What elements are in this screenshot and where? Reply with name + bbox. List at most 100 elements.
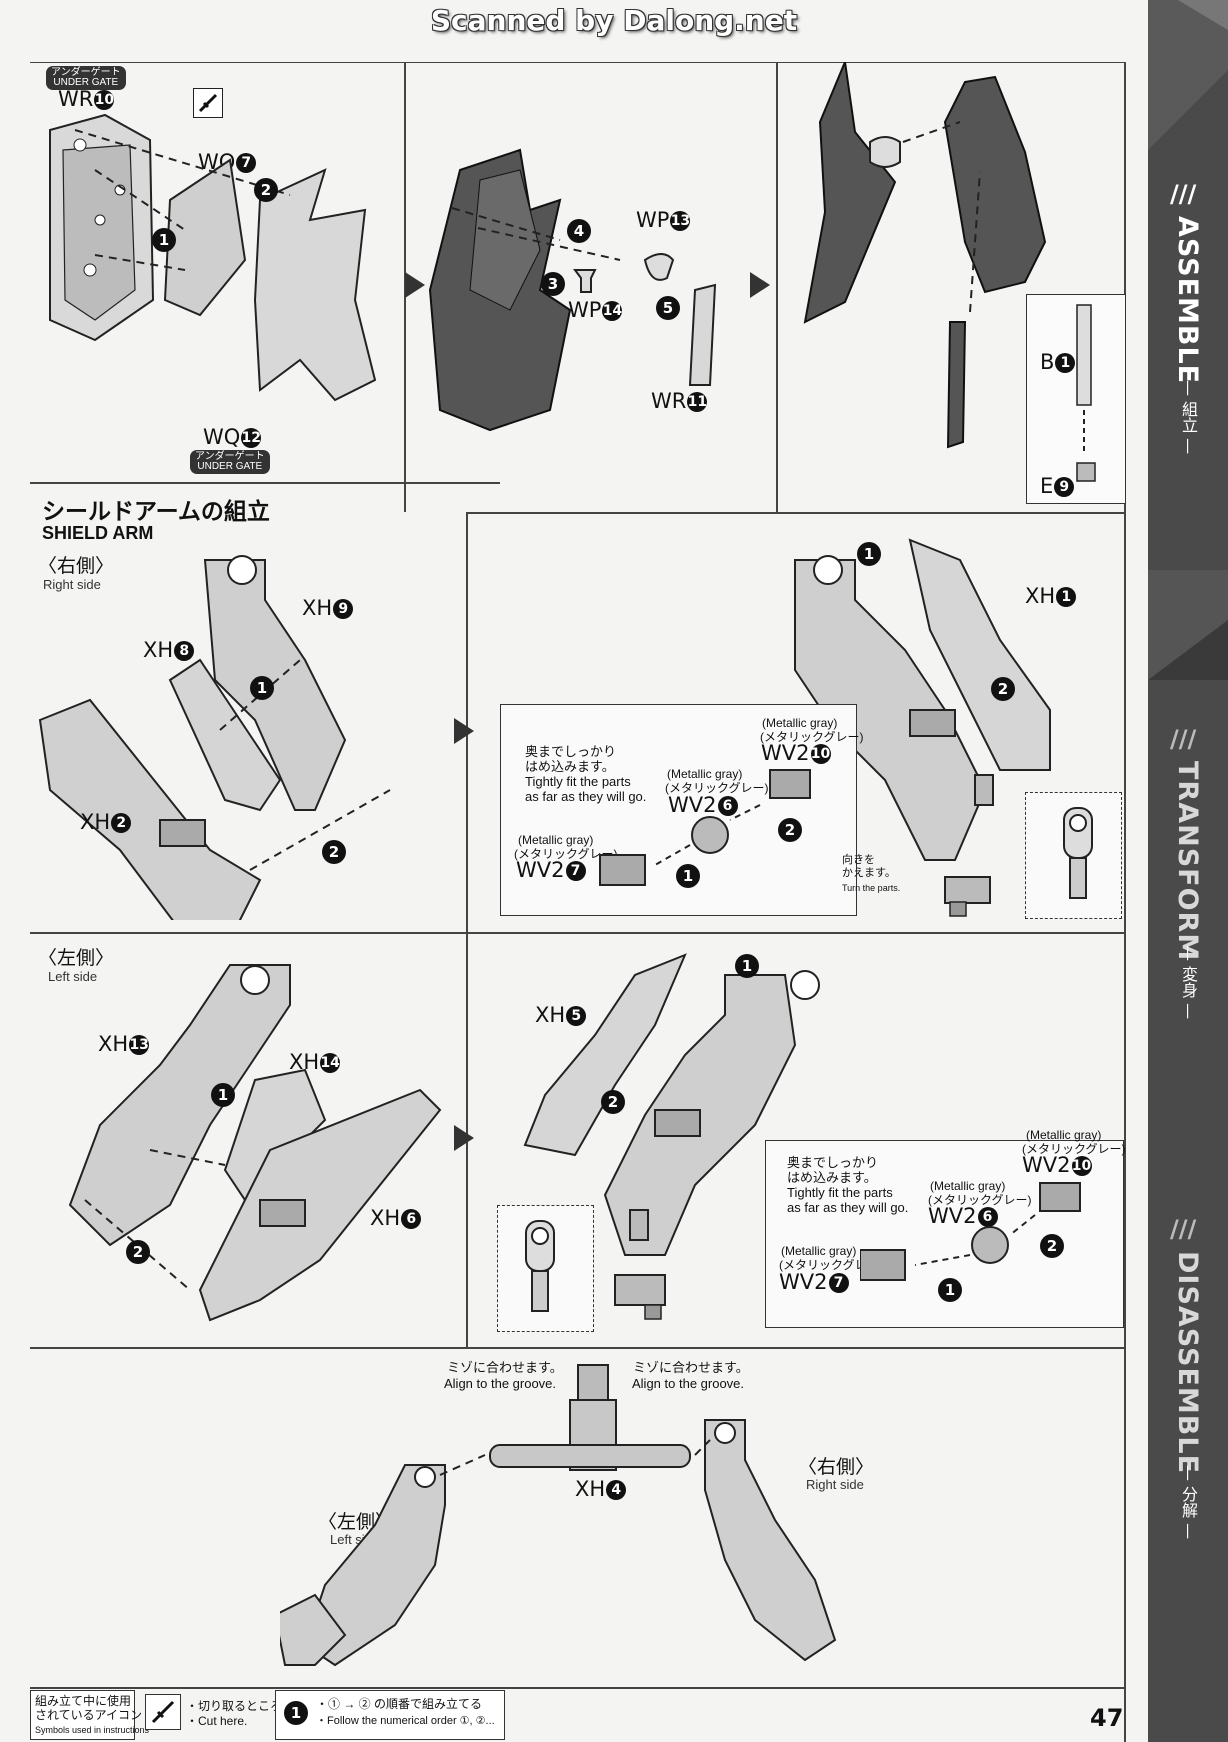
sidebar-section-transform[interactable]: /// TRANSFORM — 変身 — bbox=[1148, 725, 1228, 1055]
sidebar-section-assemble[interactable]: /// ASSEMBLE — 組立 — bbox=[1148, 180, 1228, 500]
footer-icon-legend-title: 組み立て中に使用 されているアイコン Symbols used in instr… bbox=[30, 1690, 149, 1740]
turn-part-drawing bbox=[944, 876, 991, 917]
fit-note-en-1: Tightly fit the parts bbox=[787, 1185, 893, 1200]
page-number: 47 bbox=[1090, 1704, 1124, 1732]
part-code: WV2 bbox=[1022, 1153, 1071, 1177]
fit-note-jp-1: 奥までしっかり bbox=[525, 744, 617, 759]
part-label-xh13: XH13 bbox=[98, 1032, 150, 1056]
groove-note-en-right: Align to the groove. bbox=[632, 1376, 745, 1391]
part-code: WR bbox=[651, 389, 687, 413]
under-gate-jp: アンダーゲート bbox=[195, 451, 265, 462]
part-number: 7 bbox=[236, 153, 257, 173]
part-number: 13 bbox=[670, 211, 691, 231]
footer-cut-jp: ・切り取るところ bbox=[186, 1699, 283, 1713]
turn-note-jp-2: かえます。 bbox=[842, 867, 896, 879]
sidebar-section-disassemble[interactable]: /// DISASSEMBLE — 分解 — bbox=[1148, 1215, 1228, 1555]
metallic-note-en: (Metallic gray) bbox=[518, 833, 594, 847]
part-number: 2 bbox=[111, 813, 132, 833]
part-code: WV2 bbox=[761, 741, 810, 765]
turn-note-jp-1: 向きを bbox=[842, 854, 875, 866]
under-gate-badge: アンダーゲート UNDER GATE bbox=[190, 450, 270, 474]
part-code: WR bbox=[58, 87, 94, 111]
part-code: XH bbox=[575, 1477, 606, 1501]
flow-arrow-icon bbox=[405, 272, 425, 298]
sidebar-label-assemble: ASSEMBLE bbox=[1172, 216, 1203, 385]
step-1-badge: 1 bbox=[735, 954, 759, 978]
right-side-heading-en: Right side bbox=[806, 1477, 864, 1492]
step-2-badge: 2 bbox=[254, 178, 278, 202]
step-1-badge: 1 bbox=[250, 676, 274, 700]
right-side-heading-en: Right side bbox=[43, 577, 101, 592]
metallic-note-jp: (メタリックグレー) bbox=[779, 1258, 883, 1272]
part-label-xh14: XH14 bbox=[289, 1050, 341, 1074]
section-title-jp: シールドアームの組立 bbox=[42, 499, 270, 525]
right-arm-assembled-drawing bbox=[794, 538, 1051, 861]
groove-note-jp-right: ミゾに合わせます。 bbox=[633, 1360, 749, 1375]
under-gate-jp: アンダーゲート bbox=[51, 67, 121, 78]
footer-title-en: Symbols used in instructions bbox=[35, 1725, 150, 1735]
fit-note-jp-2: はめ込みます。 bbox=[525, 759, 615, 774]
footer-order-jp: ・① → ② の順番で組み立てる bbox=[316, 1697, 482, 1712]
groove-note-jp-left: ミゾに合わせます。 bbox=[447, 1360, 563, 1375]
fit-note-jp-2: はめ込みます。 bbox=[787, 1170, 877, 1185]
sidebar-band bbox=[1148, 570, 1228, 680]
metallic-note-jp: (メタリックグレー) bbox=[928, 1193, 1032, 1207]
divider bbox=[466, 512, 1126, 514]
step-1-badge: 1 bbox=[152, 228, 176, 252]
sidebar-sub-transform: — 変身 — bbox=[1179, 945, 1198, 1020]
step-4-badge: 4 bbox=[567, 219, 591, 243]
fit-note-en-2: as far as they will go. bbox=[787, 1200, 909, 1215]
part-code: XH bbox=[1025, 584, 1056, 608]
part-code: XH bbox=[289, 1050, 320, 1074]
part-number: 7 bbox=[828, 1273, 849, 1293]
section-title-en: SHIELD ARM bbox=[42, 523, 154, 543]
metallic-note-jp: (メタリックグレー) bbox=[760, 730, 864, 744]
cut-here-icon bbox=[193, 88, 223, 118]
section-slash-icon: /// bbox=[1170, 725, 1197, 753]
part-number: 10 bbox=[1071, 1156, 1092, 1176]
part-number: 6 bbox=[401, 1209, 422, 1229]
part-code: WV2 bbox=[928, 1204, 977, 1228]
step-2-badge: 2 bbox=[778, 818, 802, 842]
part-number: 13 bbox=[129, 1035, 150, 1055]
part-code: XH bbox=[143, 638, 174, 662]
part-label-wq12: WQ12 bbox=[203, 425, 262, 449]
cut-here-icon bbox=[145, 1694, 181, 1730]
turn-note-en: Turn the parts. bbox=[842, 883, 901, 893]
part-label-wv2-10: WV210 bbox=[761, 741, 831, 765]
part-number: 8 bbox=[174, 641, 195, 661]
part-number: 14 bbox=[320, 1053, 341, 1073]
part-number: 9 bbox=[1054, 477, 1075, 497]
part-code: XH bbox=[98, 1032, 129, 1056]
step-1-badge: 1 bbox=[938, 1278, 962, 1302]
part-code: WV2 bbox=[779, 1270, 828, 1294]
metallic-parts-drawing bbox=[599, 769, 811, 886]
step-2-badge: 2 bbox=[126, 1240, 150, 1264]
scan-watermark: Scanned by Dalong.net bbox=[430, 4, 798, 37]
part-number: 1 bbox=[1055, 353, 1076, 373]
fit-note-en-1: Tightly fit the parts bbox=[525, 774, 631, 789]
right-side-heading-jp: 〈右側〉 bbox=[38, 555, 115, 577]
turn-inset-box bbox=[497, 1205, 594, 1332]
flow-arrow-icon bbox=[454, 1125, 474, 1151]
fit-note-jp-1: 奥までしっかり bbox=[787, 1155, 879, 1170]
divider bbox=[30, 482, 500, 484]
top-right-assembly-drawing bbox=[803, 62, 1047, 449]
part-label-wr10: WR10 bbox=[58, 87, 115, 111]
metallic-note-jp: (メタリックグレー) bbox=[665, 781, 769, 795]
right-arm-parts-drawing bbox=[38, 555, 391, 920]
part-number: 4 bbox=[606, 1480, 627, 1500]
step-2-badge: 2 bbox=[601, 1090, 625, 1114]
divider bbox=[776, 62, 778, 512]
part-label-wr11: WR11 bbox=[651, 389, 708, 413]
part-code: XH bbox=[302, 596, 333, 620]
